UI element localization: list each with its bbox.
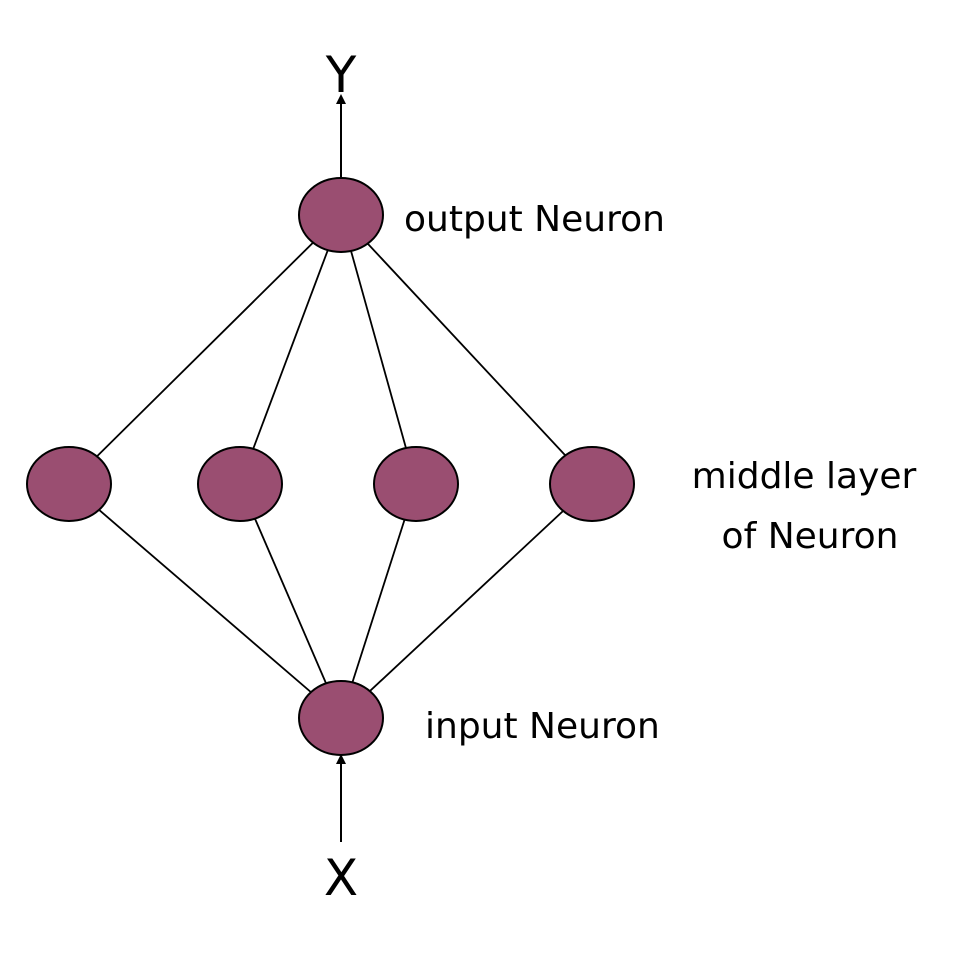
middle-neuron-m1 <box>26 446 112 522</box>
edge-output-m2 <box>239 214 342 485</box>
neurons <box>26 177 635 756</box>
middle-layer-label-line1: middle layer <box>692 456 917 497</box>
output-neuron <box>298 177 384 253</box>
edge-m1-input <box>68 483 342 719</box>
middle-layer-label-line2: of Neuron <box>722 516 899 557</box>
middle-neuron-m3 <box>373 446 459 522</box>
edge-m4-input <box>340 483 593 719</box>
input-neuron-label: input Neuron <box>425 706 660 747</box>
edge-output-m3 <box>340 214 417 485</box>
output-neuron-label: output Neuron <box>404 199 665 240</box>
middle-neuron-m4 <box>549 446 635 522</box>
edge-output-m4 <box>340 214 593 485</box>
output-variable-label: Y <box>325 46 357 104</box>
edge-m2-input <box>239 483 342 719</box>
input-neuron <box>298 680 384 756</box>
edge-m3-input <box>340 483 417 719</box>
input-variable-label: X <box>324 849 358 907</box>
edge-output-m1 <box>68 214 342 485</box>
connections <box>68 214 593 719</box>
middle-neuron-m2 <box>197 446 283 522</box>
